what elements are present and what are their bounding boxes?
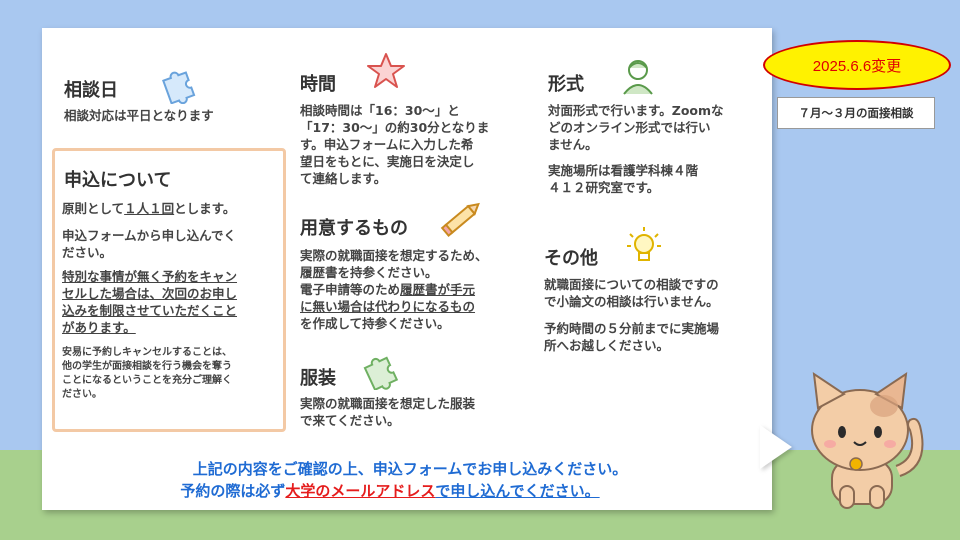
apply-rule-underline: １人１回 [124, 201, 175, 216]
prepare-text: 実際の就職面接を想定するため、 履歴書を持参ください。 電子申請等のため履歴書が… [300, 247, 488, 332]
date-change-badge: 2025.6.6変更 [763, 40, 951, 90]
apply-cancel-line: 込みを制限させていただくこと [62, 303, 238, 318]
apply-note-line: 安易に予約しキャンセルすることは、 [62, 347, 232, 358]
clothes-text: 実際の就職面接を想定した服装 で来てください。 [300, 395, 475, 429]
clothes-heading: 服装 [300, 368, 336, 389]
prepare-heading: 用意するもの [300, 218, 408, 239]
apply-note: 安易に予約しキャンセルすることは、 他の学生が面接相談を行う機会を奪う ことにな… [62, 346, 232, 402]
apply-box [52, 148, 286, 432]
format-line: どのオンライン形式では行い [548, 120, 711, 135]
other-arrive: 予約時間の５分前までに実施場 所へお越しください。 [544, 320, 719, 354]
clothes-line: 実際の就職面接を想定した服装 [300, 396, 476, 411]
clothes-line: で来てください。 [300, 413, 400, 428]
footer-line-2: 予約の際は必ず大学のメールアドレスで申し込んでください。 [40, 480, 740, 501]
puzzle-icon [363, 356, 399, 390]
apply-rule-prefix: 原則として [62, 201, 125, 216]
apply-form-text: 申込フォームから申し込んでく ださい。 [62, 227, 236, 261]
time-line: 望日をもとに、実施日を決定し [300, 154, 475, 169]
prepare-e-prefix: 電子申請等のため [300, 282, 401, 297]
apply-form-line: 申込フォームから申し込んでく [62, 228, 237, 243]
apply-cancel-line: 特別な事情が無く予約をキャン [62, 269, 238, 284]
prepare-e-suffix: を作成して持参ください。 [300, 316, 450, 331]
prepare-line: 実際の就職面接を想定するため、 [300, 248, 488, 263]
footer-line-2-prefix: 予約の際は必ず [180, 482, 286, 500]
apply-heading: 申込について [64, 170, 172, 191]
time-text: 相談時間は「16：30～」と 「17：30～」の約30分となりま す。申込フォー… [300, 102, 489, 187]
time-line: て連絡します。 [300, 171, 387, 186]
lightbulb-icon [627, 227, 661, 261]
footer-line-1: 上記の内容をご確認の上、申込フォームでお申し込みください。 [192, 460, 628, 478]
format-place: 実施場所は看護学科棟４階 ４１２研究室です。 [548, 162, 698, 196]
time-line: す。申込フォームに入力した希 [300, 137, 474, 152]
speech-tail [760, 425, 792, 469]
period-tag: ７月～３月の面接相談 [777, 97, 935, 129]
star-icon [367, 53, 405, 88]
apply-rule-suffix: とします。 [174, 201, 236, 216]
format-heading: 形式 [548, 74, 584, 95]
footer-line-2-suffix: で申し込んでください。 [435, 482, 600, 500]
other-text: 就職面接についての相談ですの で小論文の相談は行いません。 [544, 276, 719, 310]
format-text: 対面形式で行います。Zoomな どのオンライン形式では行い ません。 [548, 102, 724, 153]
format-line: ません。 [548, 137, 598, 152]
format-place-line: ４１２研究室です。 [548, 180, 660, 195]
other-line: 就職面接についての相談ですの [544, 277, 719, 292]
apply-note-line: 他の学生が面接相談を行う機会を奪う [62, 361, 232, 372]
cat-mascot [811, 371, 924, 509]
prepare-e-underline: 履歴書が手元 [400, 282, 476, 297]
apply-cancel-text: 特別な事情が無く予約をキャン セルした場合は、次回のお申し 込みを制限させていた… [62, 268, 237, 336]
puzzle-icon [162, 71, 196, 104]
prepare-e-underline: に無い場合は代わりになるもの [300, 299, 476, 314]
other-heading: その他 [544, 248, 598, 269]
footer-highlight: 大学のメールアドレス [285, 482, 436, 500]
time-line: 「17：30～」の約30分となりま [300, 120, 490, 135]
consult-day-text: 相談対応は平日となります [64, 108, 214, 123]
apply-note-line: ことになるということを充分ご理解く [62, 375, 232, 386]
apply-note-line: ださい。 [62, 389, 102, 400]
time-line: 相談時間は「16：30～」と [300, 103, 460, 118]
apply-cancel-line: セルした場合は、次回のお申し [62, 286, 238, 301]
apply-cancel-line: があります。 [62, 320, 136, 335]
other-line: で小論文の相談は行いません。 [544, 294, 719, 309]
person-icon [623, 60, 653, 95]
other-arrive-line: 予約時間の５分前までに実施場 [544, 321, 720, 336]
format-line: 対面形式で行います。Zoomな [548, 103, 724, 118]
prepare-line: 履歴書を持参ください。 [300, 265, 438, 280]
other-arrive-line: 所へお越しください。 [544, 338, 670, 353]
consult-day-heading: 相談日 [64, 80, 118, 101]
apply-rule: 原則として１人１回とします。 [62, 200, 235, 217]
apply-form-line: ださい。 [62, 245, 113, 260]
time-heading: 時間 [300, 74, 336, 95]
pencil-icon [440, 202, 480, 238]
format-place-line: 実施場所は看護学科棟４階 [548, 163, 699, 178]
